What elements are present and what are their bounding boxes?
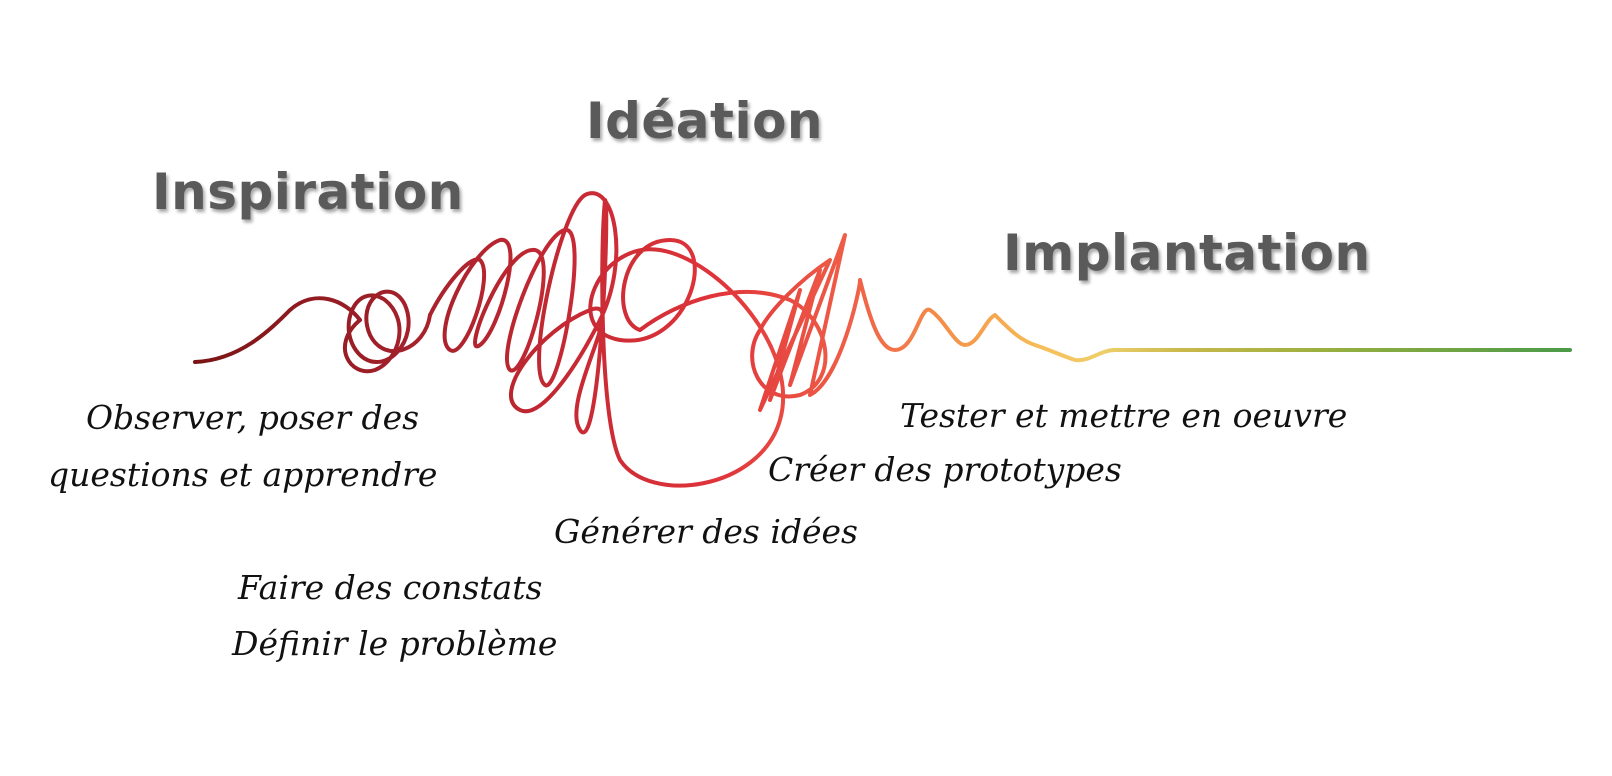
squiggle-red-scribble bbox=[428, 191, 786, 488]
phase-title-ideation: Idéation bbox=[586, 92, 824, 150]
step-constats: Faire des constats bbox=[238, 568, 543, 607]
squiggle-inspiration-loops bbox=[342, 289, 432, 374]
phase-title-inspiration: Inspiration bbox=[152, 163, 464, 221]
step-idees: Générer des idées bbox=[554, 512, 858, 551]
squiggle-orange-zigzag bbox=[638, 233, 1117, 412]
phase-title-implantation: Implantation bbox=[1003, 224, 1371, 282]
step-probleme: Définir le problème bbox=[232, 624, 558, 663]
squiggle-lead-in bbox=[193, 296, 362, 364]
step-tester: Tester et mettre en oeuvre bbox=[900, 396, 1348, 435]
step-observe-line1: Observer, poser des bbox=[86, 398, 420, 437]
step-prototypes: Créer des prototypes bbox=[768, 450, 1122, 489]
step-observe-line2: questions et apprendre bbox=[48, 455, 438, 494]
